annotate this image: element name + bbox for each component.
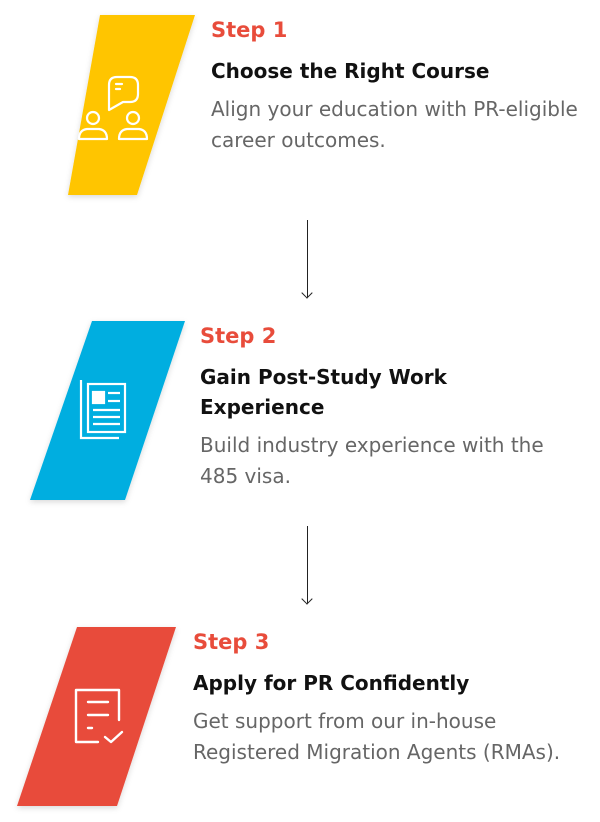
step-3-title: Apply for PR Confidently bbox=[193, 671, 470, 695]
checklist-icon bbox=[74, 688, 124, 744]
step-3-text: Step 3 Apply for PR Confidently Get supp… bbox=[193, 630, 583, 768]
step-3-description: Get support from our in-house Registered… bbox=[193, 709, 561, 764]
step-2-text: Step 2 Gain Post-Study Work Experience B… bbox=[200, 324, 580, 492]
step-3-label: Step 3 bbox=[193, 630, 270, 654]
step-1-title: Choose the Right Course bbox=[211, 59, 490, 83]
arrow-down-icon bbox=[307, 220, 308, 297]
consultation-icon bbox=[77, 75, 149, 141]
arrow-down-icon bbox=[307, 526, 308, 603]
step-1-badge bbox=[68, 15, 195, 195]
step-2-label: Step 2 bbox=[200, 324, 277, 348]
step-1-label: Step 1 bbox=[211, 18, 288, 42]
step-2-description: Build industry experience with the 485 v… bbox=[200, 433, 544, 488]
step-3-badge bbox=[17, 627, 176, 806]
step-1-description: Align your education with PR-eligible ca… bbox=[211, 97, 578, 152]
step-2-title: Gain Post-Study Work Experience bbox=[200, 365, 447, 419]
step-1-text: Step 1 Choose the Right Course Align you… bbox=[211, 18, 581, 156]
documents-icon bbox=[79, 380, 127, 440]
